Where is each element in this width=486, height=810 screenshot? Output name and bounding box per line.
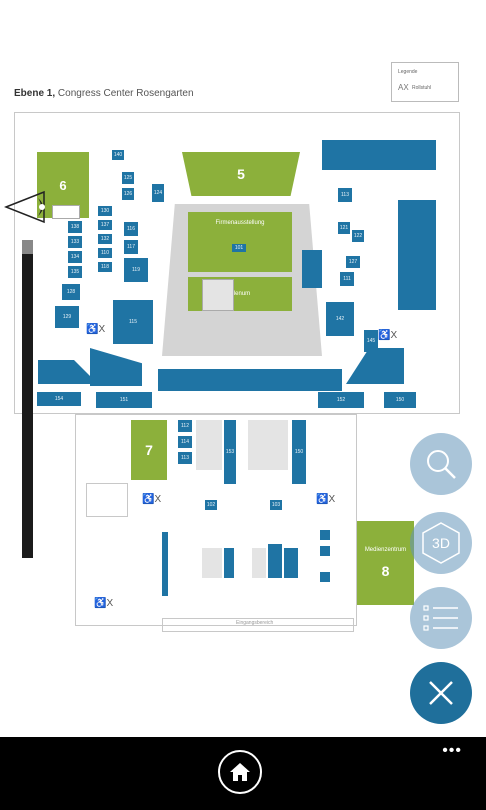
wheelchair-icon: ♿X (142, 494, 162, 505)
booth[interactable]: 142 (326, 302, 354, 336)
app-bar: ••• (0, 737, 486, 810)
threed-label: 3D (432, 535, 450, 551)
exhibition-area[interactable]: Firmenausstellung (188, 212, 292, 272)
booth[interactable]: 103 (270, 500, 282, 510)
close-icon (429, 681, 453, 705)
booth[interactable] (284, 548, 298, 578)
booth[interactable] (268, 544, 282, 578)
magnifier-icon (427, 450, 456, 479)
stand-area (196, 420, 222, 470)
legend-key: AX (398, 83, 409, 92)
booth[interactable]: 102 (205, 500, 217, 510)
eye-viewpoint-icon[interactable] (3, 190, 48, 224)
booth[interactable]: 129 (55, 306, 79, 328)
home-button[interactable] (218, 750, 262, 794)
floor-slider[interactable] (22, 240, 33, 558)
booth[interactable]: 113 (338, 188, 352, 202)
booth[interactable]: 122 (352, 230, 364, 242)
booth[interactable]: 138 (68, 221, 82, 233)
booth[interactable]: 113 (178, 452, 192, 464)
home-icon (230, 763, 250, 781)
booth[interactable]: 126 (122, 188, 134, 200)
corridor-blue (158, 369, 342, 391)
map-title: Ebene 1, Congress Center Rosengarten (14, 88, 194, 99)
booth[interactable]: 140 (112, 150, 124, 160)
booth[interactable]: 134 (68, 251, 82, 263)
booth[interactable]: 115 (113, 300, 153, 344)
booth-block-right-col[interactable] (398, 200, 436, 310)
booth[interactable]: 153 (224, 420, 236, 484)
booth-block-top-right[interactable] (322, 140, 436, 170)
booth[interactable]: 119 (124, 258, 148, 282)
building-outline-lower (75, 414, 357, 626)
booth[interactable]: 118 (98, 262, 112, 272)
legend-title: Legende (398, 69, 418, 75)
stand-area (202, 548, 222, 578)
wheelchair-icon: ♿X (378, 330, 398, 341)
wheelchair-icon: ♿X (94, 598, 114, 609)
booth[interactable]: 133 (68, 236, 82, 248)
booth[interactable]: 128 (62, 284, 80, 300)
close-button[interactable] (410, 662, 472, 724)
booth[interactable]: 125 (122, 172, 134, 184)
booth[interactable]: 111 (340, 272, 354, 286)
booth[interactable]: 132 (98, 234, 112, 244)
floor-slider-thumb[interactable] (22, 240, 33, 254)
stage-side-right[interactable] (302, 250, 322, 288)
building-outline-upper (14, 112, 460, 414)
zoom-button[interactable] (410, 433, 472, 495)
floor-map[interactable]: Ebene 1, Congress Center Rosengarten Leg… (0, 0, 486, 737)
booth[interactable]: 151 (96, 392, 152, 408)
booth[interactable]: 150 (292, 420, 306, 484)
booth[interactable]: 116 (124, 222, 138, 236)
legend-note: Rollstuhl (412, 85, 432, 91)
booth[interactable] (224, 548, 234, 578)
list-icon (423, 605, 458, 631)
booth[interactable]: 112 (178, 420, 192, 432)
booth[interactable]: 130 (98, 206, 112, 216)
entrance-label: Eingangsbereich (236, 620, 274, 626)
booth[interactable]: 110 (98, 248, 112, 258)
hall-8[interactable]: Medienzentrum 8 (357, 521, 414, 605)
booth[interactable]: 137 (98, 220, 112, 230)
stand-area (248, 420, 288, 470)
wheelchair-icon: ♿X (86, 324, 106, 335)
booth-center[interactable]: 101 (232, 244, 246, 252)
logo-marker (52, 205, 80, 219)
booth[interactable] (320, 530, 330, 540)
hall-7[interactable]: 7 (131, 420, 167, 480)
booth[interactable]: 117 (124, 240, 138, 254)
map-legend: Legende AX Rollstuhl (391, 62, 459, 102)
entrance-bar (162, 618, 354, 632)
office-box (86, 483, 128, 517)
booth[interactable]: 114 (178, 436, 192, 448)
booth[interactable]: 154 (37, 392, 81, 406)
booth[interactable]: 121 (338, 222, 350, 234)
booth[interactable]: 135 (68, 266, 82, 278)
booth[interactable] (320, 572, 330, 582)
more-button[interactable]: ••• (442, 742, 462, 759)
hall-5[interactable]: 5 (182, 152, 300, 196)
booth[interactable]: 124 (152, 184, 164, 202)
booth[interactable]: 127 (346, 256, 360, 268)
wheelchair-icon: ♿X (316, 494, 336, 505)
booth[interactable] (320, 546, 330, 556)
stage-icon (202, 279, 234, 311)
stand-area (252, 548, 266, 578)
threed-button[interactable]: 3D (410, 512, 472, 574)
booth[interactable]: 150 (384, 392, 416, 408)
list-button[interactable] (410, 587, 472, 649)
booth[interactable]: 152 (318, 392, 364, 408)
hexagon-icon (422, 522, 460, 564)
booth[interactable] (162, 532, 168, 596)
hall-8-label: Medienzentrum (364, 547, 407, 553)
booth[interactable]: 145 (364, 330, 378, 352)
